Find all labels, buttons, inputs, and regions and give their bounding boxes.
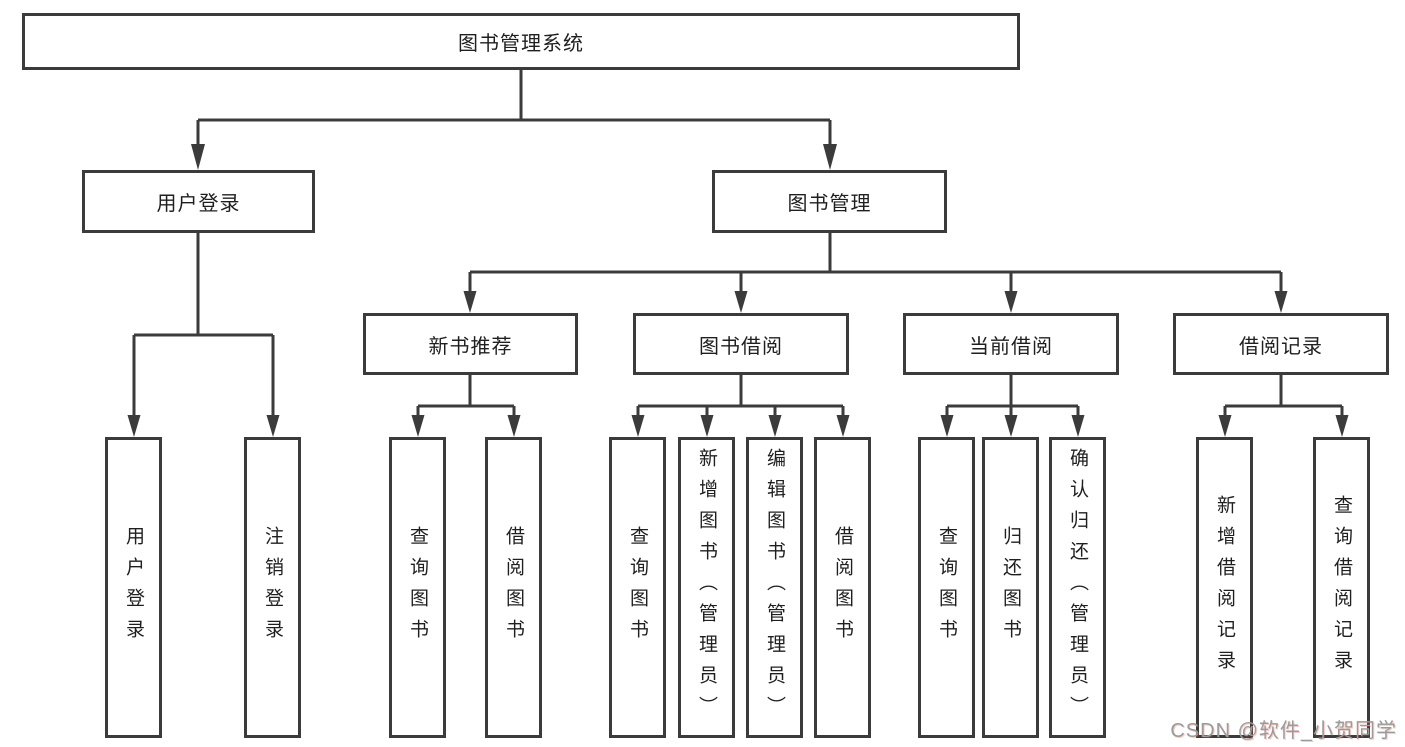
node-book-borrow-label: 图书借阅 bbox=[699, 335, 783, 358]
node-borrow-records: 借阅记录 bbox=[1173, 313, 1389, 375]
leaf-add-borrow-record: 新增借阅记录 bbox=[1196, 437, 1253, 738]
leaf-logout: 注销登录 bbox=[244, 437, 301, 738]
leaf-add-book-admin: 新增图书（管理员） bbox=[678, 437, 735, 738]
leaf-query-borrow-record: 查询借阅记录 bbox=[1313, 437, 1370, 738]
leaf-query-books-current: 查询图书 bbox=[918, 437, 975, 738]
leaf-return-book-label: 归还图书 bbox=[1000, 525, 1021, 650]
leaf-confirm-return-admin: 确认归还（管理员） bbox=[1049, 437, 1106, 738]
node-current-borrow-label: 当前借阅 bbox=[969, 335, 1053, 358]
leaf-borrow-books-recommend-label: 借阅图书 bbox=[503, 525, 524, 650]
leaf-logout-label: 注销登录 bbox=[262, 525, 283, 650]
leaf-borrow-books-label: 借阅图书 bbox=[832, 525, 853, 650]
leaf-edit-book-admin-label: 编辑图书（管理员） bbox=[764, 448, 785, 727]
node-new-book-recommend: 新书推荐 bbox=[363, 313, 578, 375]
node-book-management-label: 图书管理 bbox=[787, 193, 872, 215]
node-book-borrow: 图书借阅 bbox=[633, 313, 849, 375]
node-user-login-label: 用户登录 bbox=[156, 193, 241, 215]
node-library-system-label: 图书管理系统 bbox=[458, 33, 584, 55]
csdn-watermark: CSDN @软件_小贺同学 bbox=[1170, 720, 1397, 742]
leaf-query-books-current-label: 查询图书 bbox=[936, 525, 957, 650]
leaf-query-books-borrow-label: 查询图书 bbox=[627, 525, 648, 650]
leaf-query-books-recommend-label: 查询图书 bbox=[407, 525, 428, 650]
node-new-book-recommend-label: 新书推荐 bbox=[428, 335, 513, 358]
node-current-borrow: 当前借阅 bbox=[903, 313, 1119, 375]
leaf-query-borrow-record-label: 查询借阅记录 bbox=[1331, 494, 1352, 681]
node-book-management: 图书管理 bbox=[712, 170, 947, 233]
connector-arrowheads bbox=[127, 144, 1349, 437]
leaf-borrow-books: 借阅图书 bbox=[814, 437, 871, 738]
leaf-user-login-label: 用户登录 bbox=[123, 525, 144, 650]
leaf-add-book-admin-label: 新增图书（管理员） bbox=[696, 448, 717, 727]
connector-lines bbox=[132, 70, 1344, 417]
node-library-system: 图书管理系统 bbox=[22, 13, 1020, 70]
node-user-login: 用户登录 bbox=[82, 170, 315, 233]
node-borrow-records-label: 借阅记录 bbox=[1239, 335, 1323, 358]
leaf-query-books-recommend: 查询图书 bbox=[389, 437, 446, 738]
leaf-user-login: 用户登录 bbox=[105, 437, 162, 738]
leaf-edit-book-admin: 编辑图书（管理员） bbox=[746, 437, 803, 738]
leaf-return-book: 归还图书 bbox=[982, 437, 1039, 738]
leaf-query-books-borrow: 查询图书 bbox=[609, 437, 666, 738]
leaf-confirm-return-admin-label: 确认归还（管理员） bbox=[1067, 448, 1088, 727]
leaf-add-borrow-record-label: 新增借阅记录 bbox=[1214, 494, 1235, 681]
leaf-borrow-books-recommend: 借阅图书 bbox=[485, 437, 542, 738]
